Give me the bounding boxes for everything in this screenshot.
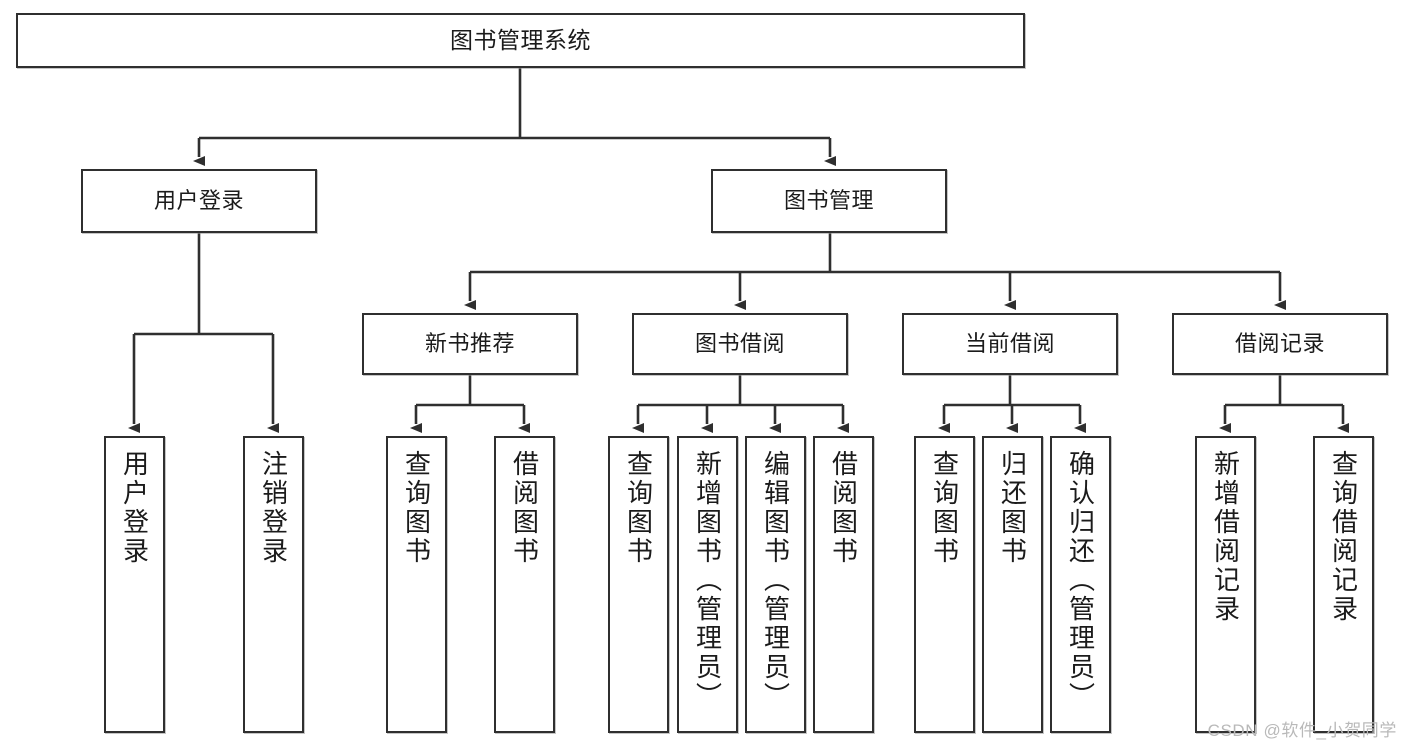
- node-book-borrow[interactable]: 图书借阅: [632, 313, 848, 375]
- node-user-login[interactable]: 用户登录: [81, 169, 317, 233]
- node-new-book-recommend[interactable]: 新书推荐: [362, 313, 578, 375]
- node-label: 编辑图书（管理员）: [760, 450, 791, 711]
- node-label: 当前借阅: [964, 331, 1055, 357]
- leaf-current-borrow-query[interactable]: 查询图书: [914, 436, 975, 733]
- node-label: 注销登录: [258, 450, 289, 566]
- watermark: CSDN @软件_小贺同学: [1207, 721, 1397, 740]
- node-label: 查询图书: [401, 450, 432, 566]
- leaf-new-book-borrow[interactable]: 借阅图书: [494, 436, 555, 733]
- leaf-book-borrow-borrow[interactable]: 借阅图书: [813, 436, 874, 733]
- node-label: 新增借阅记录: [1210, 450, 1241, 624]
- node-label: 归还图书: [997, 450, 1028, 566]
- leaf-book-borrow-add[interactable]: 新增图书（管理员）: [677, 436, 738, 733]
- leaf-user-login-logout[interactable]: 注销登录: [243, 436, 304, 733]
- leaf-new-book-query[interactable]: 查询图书: [386, 436, 447, 733]
- node-label: 查询图书: [623, 450, 654, 566]
- leaf-borrow-record-query[interactable]: 查询借阅记录: [1313, 436, 1374, 733]
- node-label: 新书推荐: [424, 331, 515, 357]
- node-label: 用户登录: [119, 450, 150, 566]
- leaf-book-borrow-query[interactable]: 查询图书: [608, 436, 669, 733]
- node-borrow-record[interactable]: 借阅记录: [1172, 313, 1388, 375]
- node-label: 新增图书（管理员）: [692, 450, 723, 711]
- node-label: 用户登录: [153, 188, 244, 214]
- node-label: 查询图书: [929, 450, 960, 566]
- leaf-current-borrow-confirm-return[interactable]: 确认归还（管理员）: [1050, 436, 1111, 733]
- node-current-borrow[interactable]: 当前借阅: [902, 313, 1118, 375]
- leaf-user-login-login[interactable]: 用户登录: [104, 436, 165, 733]
- node-label: 图书借阅: [694, 331, 785, 357]
- node-label: 查询借阅记录: [1328, 450, 1359, 624]
- leaf-borrow-record-add[interactable]: 新增借阅记录: [1195, 436, 1256, 733]
- leaf-current-borrow-return[interactable]: 归还图书: [982, 436, 1043, 733]
- node-label: 图书管理系统: [450, 26, 591, 53]
- node-label: 借阅图书: [828, 450, 859, 566]
- leaf-book-borrow-edit[interactable]: 编辑图书（管理员）: [745, 436, 806, 733]
- node-label: 图书管理: [783, 188, 874, 214]
- node-label: 借阅记录: [1234, 331, 1325, 357]
- node-root-system[interactable]: 图书管理系统: [16, 13, 1025, 68]
- node-label: 借阅图书: [509, 450, 540, 566]
- node-book-management[interactable]: 图书管理: [711, 169, 947, 233]
- node-label: 确认归还（管理员）: [1065, 450, 1096, 711]
